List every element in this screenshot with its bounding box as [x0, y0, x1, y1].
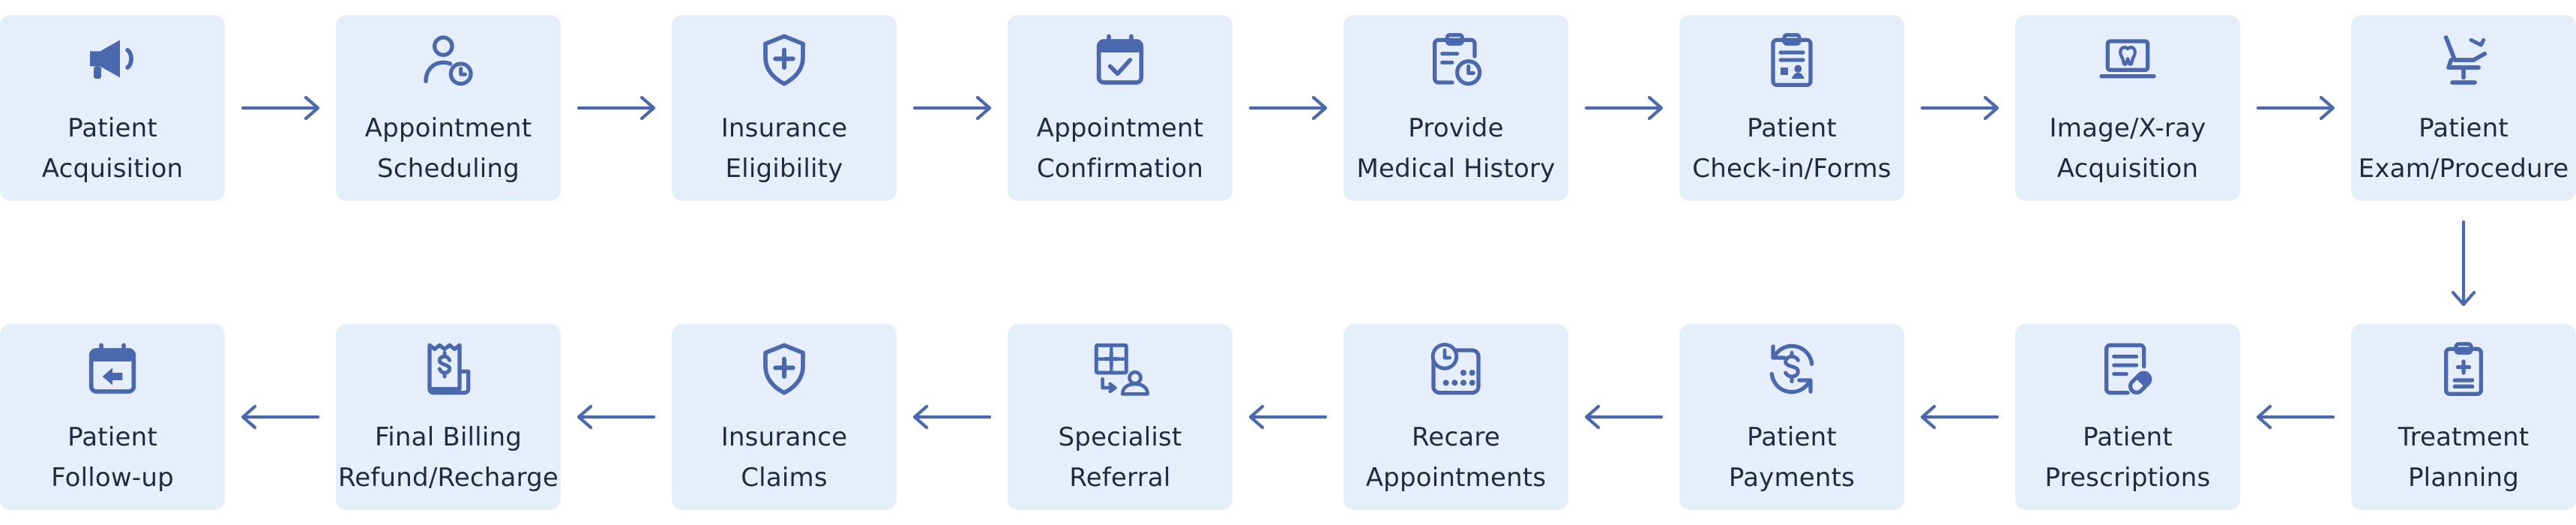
hospital-referral-icon: [1090, 339, 1150, 399]
clipboard-clock-icon: [1426, 30, 1486, 90]
step-label-line: Acquisition: [41, 154, 184, 184]
step-label-line: Acquisition: [2056, 154, 2199, 184]
shield-plus-icon: [754, 339, 814, 399]
step-label-line: Planning: [2407, 463, 2520, 493]
arrow-right-icon: [1919, 93, 2000, 123]
step-label-line: Prescriptions: [2044, 463, 2211, 493]
arrow-down-icon: [2449, 219, 2479, 308]
step-label-line: Patient: [1747, 422, 1837, 452]
laptop-tooth-icon: [2098, 30, 2158, 90]
step-label-line: Insurance: [720, 113, 848, 143]
arrow-right-icon: [912, 93, 993, 123]
prescription-pill-icon: [2098, 339, 2158, 399]
step-label-line: Patient: [2083, 422, 2173, 452]
step-label-line: Patient: [2419, 113, 2509, 143]
step-label-line: Patient: [1747, 113, 1837, 143]
clipboard-form-icon: [1762, 30, 1822, 90]
arrow-left-icon: [2255, 402, 2336, 432]
step-label-line: Eligibility: [725, 154, 843, 184]
arrow-left-icon: [1248, 402, 1328, 432]
step-label-line: Patient: [67, 422, 157, 452]
step-label-line: Provide: [1408, 113, 1504, 143]
megaphone-icon: [82, 30, 142, 90]
arrow-right-icon: [1248, 93, 1328, 123]
step-label-line: Appointment: [1036, 113, 1204, 143]
receipt-dollar-icon: [418, 339, 478, 399]
step-label-line: Follow-up: [51, 463, 174, 493]
step-label-line: Specialist: [1058, 422, 1182, 452]
user-clock-icon: [418, 30, 478, 90]
step-label-line: Medical History: [1356, 154, 1556, 184]
step-label-line: Appointments: [1365, 463, 1547, 493]
step-label-line: Referral: [1069, 463, 1171, 493]
calendar-back-icon: [82, 339, 142, 399]
step-label-line: Exam/Procedure: [2358, 154, 2569, 184]
step-label-line: Final Billing: [374, 422, 522, 452]
calendar-clock-icon: [1426, 339, 1486, 399]
clipboard-plus-minus-icon: [2434, 339, 2494, 399]
step-label-line: Refund/Recharge: [337, 463, 559, 493]
step-label-line: Scheduling: [377, 154, 520, 184]
step-label-line: Insurance: [720, 422, 848, 452]
step-label-line: Treatment: [2398, 422, 2530, 452]
dollar-refresh-icon: [1762, 339, 1822, 399]
step-label-line: Patient: [67, 113, 157, 143]
step-label-line: Check-in/Forms: [1692, 154, 1892, 184]
arrow-left-icon: [1919, 402, 2000, 432]
step-label-line: Image/X-ray: [2049, 113, 2206, 143]
arrow-left-icon: [576, 402, 657, 432]
arrow-left-icon: [240, 402, 321, 432]
arrow-right-icon: [2255, 93, 2336, 123]
step-label-line: Recare: [1412, 422, 1500, 452]
arrow-right-icon: [1583, 93, 1664, 123]
shield-plus-icon: [754, 30, 814, 90]
step-label-line: Payments: [1728, 463, 1856, 493]
step-label-line: Claims: [741, 463, 828, 493]
arrow-right-icon: [240, 93, 321, 123]
step-label-line: Confirmation: [1036, 154, 1204, 184]
arrow-left-icon: [912, 402, 993, 432]
calendar-check-icon: [1090, 30, 1150, 90]
step-label-line: Appointment: [364, 113, 532, 143]
dental-chair-icon: [2434, 30, 2494, 90]
arrow-right-icon: [576, 93, 657, 123]
arrow-left-icon: [1583, 402, 1664, 432]
